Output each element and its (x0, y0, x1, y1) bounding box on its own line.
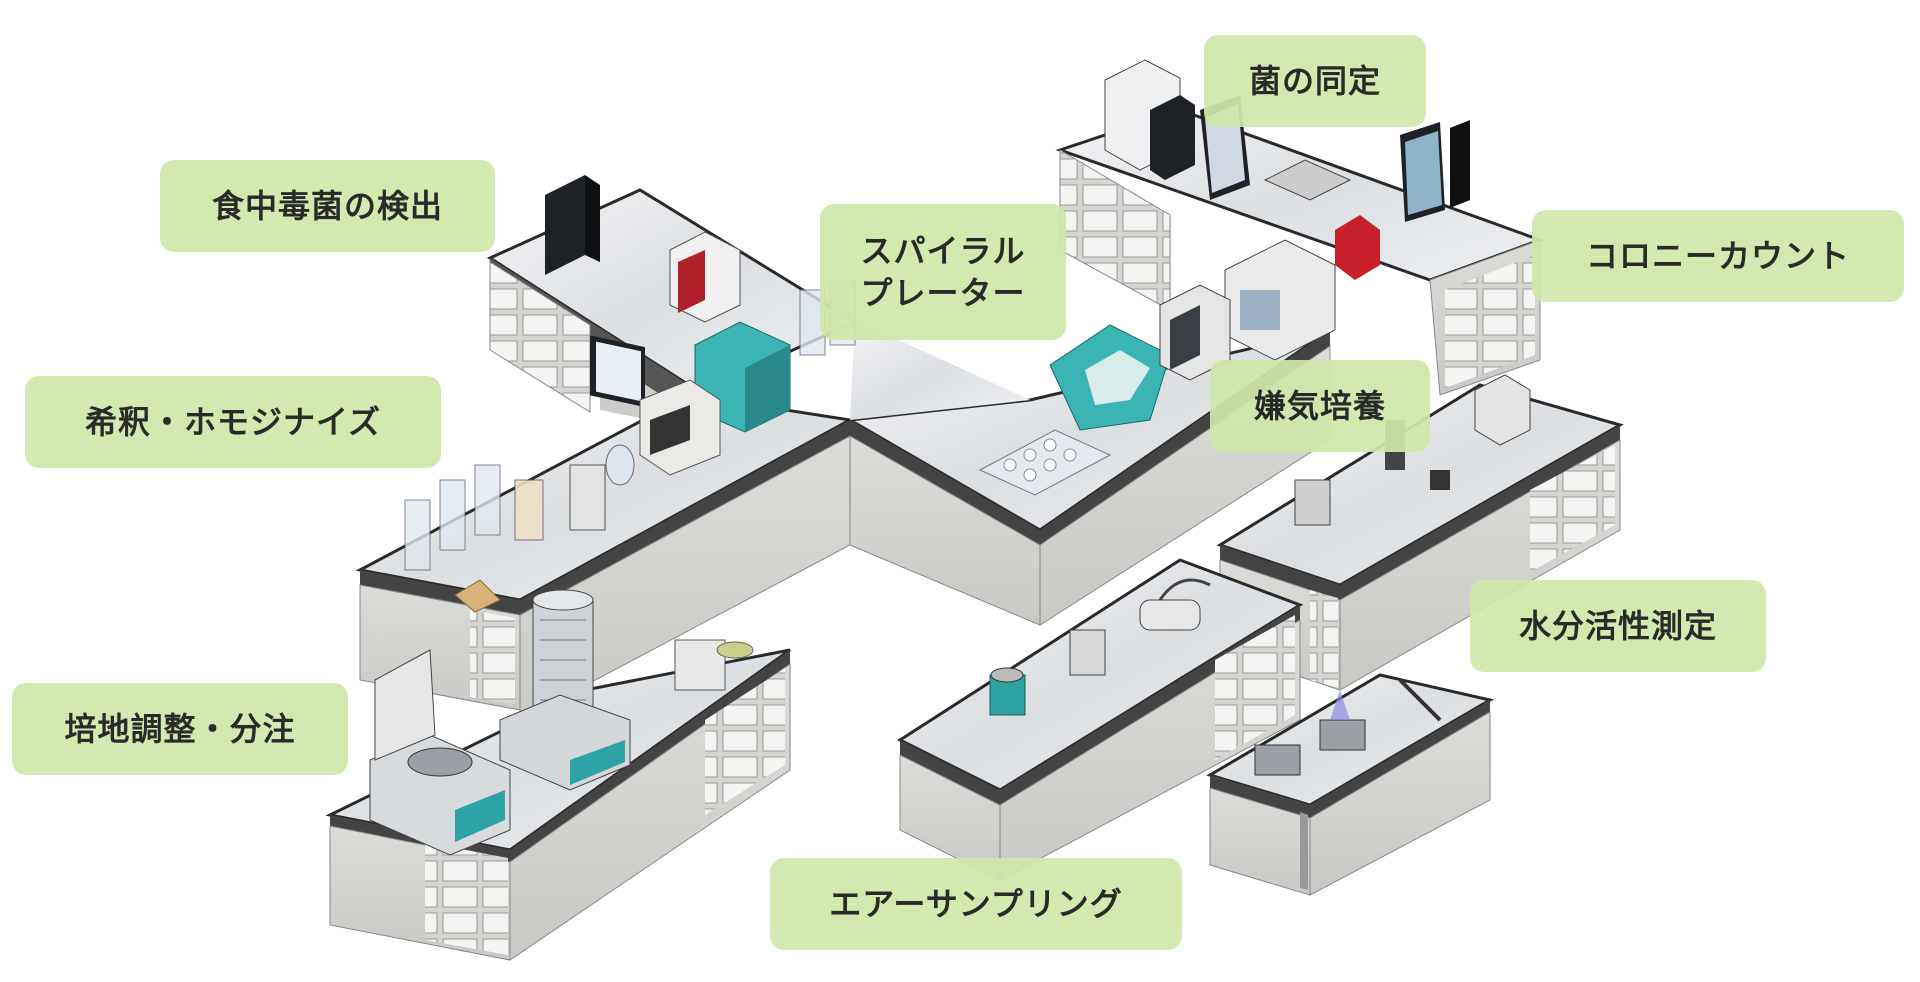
incubator-red-white (669, 231, 741, 323)
homogenizer-device (639, 379, 721, 476)
label-air-sampling: エアーサンプリング (770, 858, 1182, 950)
label-foodborne-pathogen-detection: 食中毒菌の検出 (160, 160, 495, 252)
test-tube-rack (978, 429, 1112, 496)
label-anaerobic-culture: 嫌気培養 (1210, 360, 1430, 452)
colony-counter-computer (1335, 120, 1470, 280)
dispenser-station (569, 444, 635, 531)
plate-pourer (674, 639, 754, 691)
label-colony-count: コロニーカウント (1532, 210, 1904, 302)
incubator-gray (1159, 284, 1231, 381)
computer-tower-left (545, 175, 645, 408)
spiral-plater-device (1049, 324, 1171, 431)
label-spiral-plater: スパイラル プレーター (820, 204, 1066, 340)
autoclave-media-prep (369, 649, 511, 856)
air-sampler-devices (989, 578, 1211, 716)
anaerobic-chamber (1224, 239, 1336, 361)
sandwich-sample (454, 579, 501, 613)
label-media-prep-dispensing: 培地調整・分注 (12, 683, 348, 775)
label-dilution-homogenize: 希釈・ホモジナイズ (25, 376, 441, 468)
label-bacteria-identification: 菌の同定 (1204, 35, 1426, 127)
burner-devices (1254, 678, 1442, 776)
water-activity-meter (1294, 374, 1531, 526)
label-water-activity-measurement: 水分活性測定 (1470, 580, 1766, 672)
media-dispenser-cylinder (499, 589, 631, 791)
